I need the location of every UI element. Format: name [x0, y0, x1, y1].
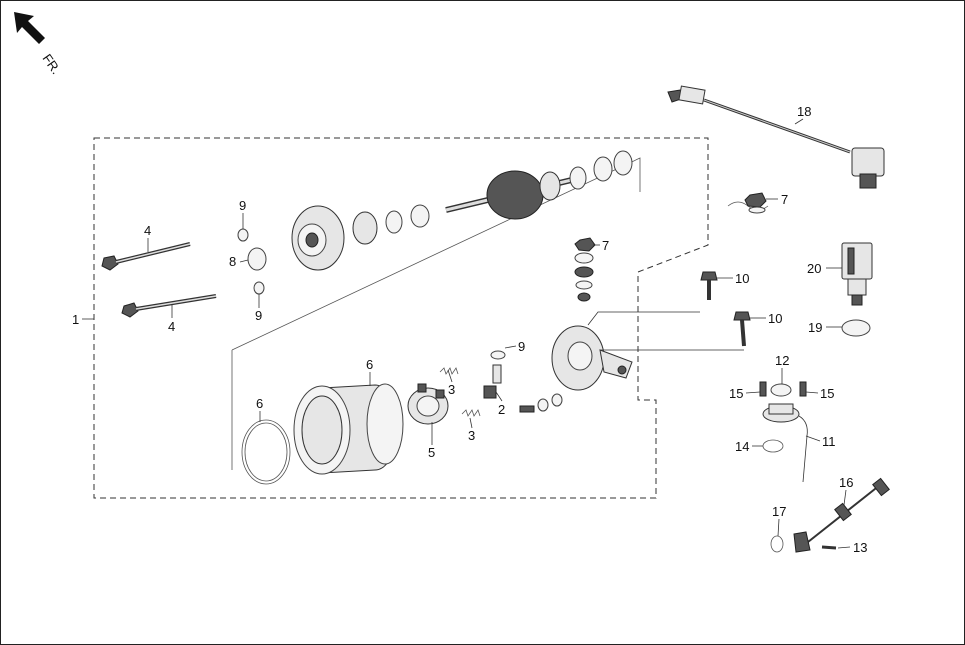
terminal-nut-washers [519, 393, 563, 413]
armature [445, 150, 633, 220]
mounting-bolt-lower [600, 311, 751, 351]
callout-16: 16 [839, 475, 853, 490]
temperature-sensor [841, 242, 873, 306]
callout-10-upper: 10 [735, 271, 749, 286]
callout-19: 19 [808, 320, 822, 335]
callout-9-lower: 9 [255, 308, 262, 323]
nut-stack [574, 237, 596, 302]
callout-3-lower: 3 [468, 428, 475, 443]
callout-11: 11 [822, 434, 836, 449]
sensor-washer [841, 319, 871, 337]
callout-15-left: 15 [729, 386, 743, 401]
gear-sensor-assembly [759, 381, 808, 483]
through-bolt-upper [101, 242, 191, 271]
callout-12: 12 [775, 353, 789, 368]
rear-cover [551, 311, 700, 391]
o-ring-8 [247, 247, 267, 271]
front-cover [291, 204, 430, 271]
callout-20: 20 [807, 261, 821, 276]
callout-18: 18 [797, 104, 811, 119]
callout-1: 1 [72, 312, 79, 327]
washer-9-lower [253, 281, 265, 295]
callout-9-mid: 9 [518, 339, 525, 354]
callout-4-lower: 4 [168, 319, 175, 334]
callout-14: 14 [735, 439, 749, 454]
callout-6-lower: 6 [256, 396, 263, 411]
callout-7-right: 7 [781, 192, 788, 207]
brush-holder [407, 383, 449, 425]
mounting-bolt-upper [700, 271, 718, 300]
callout-15-right: 15 [820, 386, 834, 401]
direction-label: FR. [40, 51, 64, 77]
yoke-o-ring [241, 419, 291, 485]
terminal-bolt [483, 350, 506, 399]
callout-5: 5 [428, 445, 435, 460]
exploded-guideline [231, 157, 641, 470]
callout-13: 13 [853, 540, 867, 555]
callout-10-lower: 10 [768, 311, 782, 326]
brush-spring-upper [439, 367, 459, 375]
washer-9-upper [237, 228, 249, 242]
callout-7-left: 7 [602, 238, 609, 253]
speed-sensor-cable [667, 85, 885, 189]
ground-nut-wire [727, 192, 769, 214]
starter-assembly-boundary [93, 137, 709, 499]
sensor-harness [770, 477, 890, 553]
callout-2: 2 [498, 402, 505, 417]
front-direction-arrow-icon [14, 12, 45, 44]
callout-6-upper: 6 [366, 357, 373, 372]
brush-spring-lower [461, 409, 481, 417]
sensor-o-ring [762, 439, 784, 453]
callout-3-upper: 3 [448, 382, 455, 397]
callout-8: 8 [229, 254, 236, 269]
starter-yoke [293, 383, 404, 475]
through-bolt-lower [121, 294, 217, 318]
leader-lines [82, 118, 851, 549]
callout-4-upper: 4 [144, 223, 151, 238]
callout-9-upper: 9 [239, 198, 246, 213]
callout-17: 17 [772, 504, 786, 519]
